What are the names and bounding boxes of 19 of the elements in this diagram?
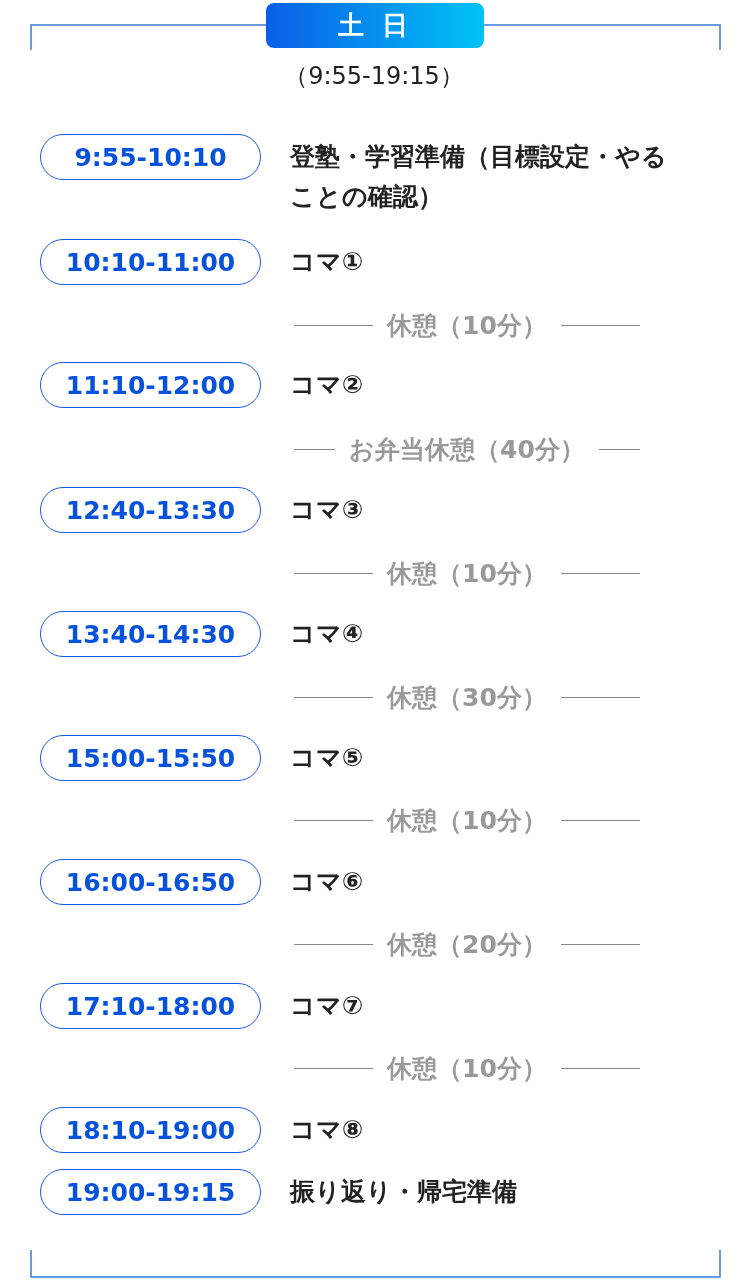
activity-text: コマ⑧ <box>290 1114 365 1146</box>
activity-text: 登塾・学習準備（目標設定・やることの確認） <box>290 141 668 213</box>
break-text: お弁当休憩（40分） <box>348 433 586 466</box>
break-text: 休憩（10分） <box>385 804 548 837</box>
break-text: 休憩（10分） <box>385 309 548 342</box>
break-text: 休憩（10分） <box>385 1052 548 1085</box>
activity-text: コマ③ <box>290 494 365 526</box>
activity-text: コマ① <box>290 246 365 278</box>
activity-text: コマ④ <box>290 618 365 650</box>
time-range-text: （9:55-19:15） <box>284 62 464 90</box>
activity-text: コマ⑥ <box>290 866 365 898</box>
break-text: 休憩（20分） <box>385 928 548 961</box>
break-text: 休憩（10分） <box>385 557 548 590</box>
activity-text: コマ⑦ <box>290 990 365 1022</box>
day-tab: 土 日 <box>266 3 484 48</box>
activity-text: 振り返り・帰宅準備 <box>290 1176 518 1208</box>
activity-text: コマ⑤ <box>290 742 365 774</box>
break-text: 休憩（30分） <box>385 681 548 714</box>
activity-text: コマ② <box>290 369 365 401</box>
